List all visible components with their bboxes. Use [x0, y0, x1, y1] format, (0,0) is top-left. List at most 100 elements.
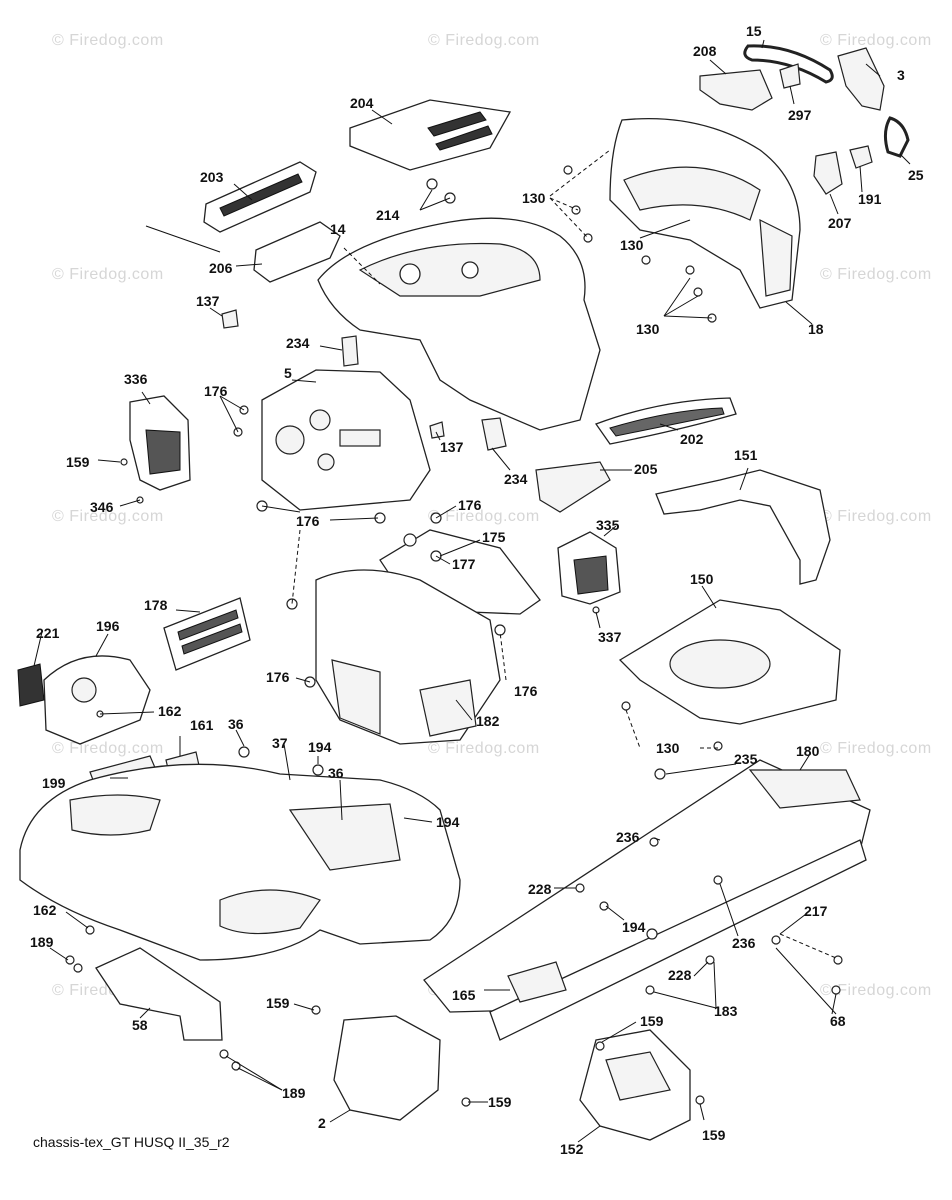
callout-194: 194 [622, 919, 646, 935]
callout-176: 176 [204, 383, 228, 399]
callout-130: 130 [620, 237, 644, 253]
diagram-caption: chassis-tex_GT HUSQ II_35_r2 [33, 1134, 230, 1150]
part-mount-bracket [655, 469, 831, 585]
part-clip [779, 63, 801, 89]
callout-178: 178 [144, 597, 168, 613]
callout-236: 236 [732, 935, 756, 951]
callout-236: 236 [616, 829, 640, 845]
callout-176: 176 [514, 683, 538, 699]
callout-228: 228 [668, 967, 692, 983]
callout-14: 14 [330, 221, 346, 237]
callout-297: 297 [788, 107, 812, 123]
part-seal-strip [743, 44, 834, 84]
callout-337: 337 [598, 629, 622, 645]
callout-150: 150 [690, 571, 714, 587]
callout-159: 159 [702, 1127, 726, 1143]
callout-177: 177 [452, 556, 476, 572]
callout-3: 3 [897, 67, 905, 83]
watermark: © Firedog.com [820, 982, 932, 999]
part-trim-piece [535, 461, 611, 513]
callout-58: 58 [132, 1017, 148, 1033]
callout-36: 36 [228, 716, 244, 732]
callout-335: 335 [596, 517, 620, 533]
callout-37: 37 [272, 735, 288, 751]
watermark: © Firedog.com [428, 508, 540, 525]
callout-137: 137 [196, 293, 220, 309]
watermark: © Firedog.com [820, 32, 932, 49]
callout-234: 234 [286, 335, 310, 351]
callout-346: 346 [90, 499, 114, 515]
callout-176: 176 [266, 669, 290, 685]
callout-130: 130 [636, 321, 660, 337]
callout-182: 182 [476, 713, 500, 729]
callout-137: 137 [440, 439, 464, 455]
callout-159: 159 [488, 1094, 512, 1110]
callout-196: 196 [96, 618, 120, 634]
callout-176: 176 [296, 513, 320, 529]
part-light-bulb [813, 151, 843, 195]
part-fender-shroud [43, 655, 151, 745]
callout-235: 235 [734, 751, 758, 767]
callout-130: 130 [656, 740, 680, 756]
callout-152: 152 [560, 1141, 584, 1157]
watermark: © Firedog.com [820, 266, 932, 283]
callout-234: 234 [504, 471, 528, 487]
callout-18: 18 [808, 321, 824, 337]
watermark: © Firedog.com [52, 508, 164, 525]
watermark: © Firedog.com [820, 740, 932, 757]
callout-165: 165 [452, 987, 476, 1003]
watermark: © Firedog.com [52, 266, 164, 283]
callout-2: 2 [318, 1115, 326, 1131]
callout-205: 205 [634, 461, 658, 477]
watermark: © Firedog.com [428, 740, 540, 757]
callout-228: 228 [528, 881, 552, 897]
callout-15: 15 [746, 23, 762, 39]
watermark: © Firedog.com [52, 32, 164, 49]
callout-151: 151 [734, 447, 758, 463]
callout-36: 36 [328, 765, 344, 781]
callout-159: 159 [66, 454, 90, 470]
callout-68: 68 [830, 1013, 846, 1029]
part-bulb-socket [849, 145, 873, 169]
leader-lines [33, 39, 911, 1143]
callout-175: 175 [482, 529, 506, 545]
callout-161: 161 [190, 717, 214, 733]
watermark: © Firedog.com [820, 508, 932, 525]
callout-194: 194 [436, 814, 460, 830]
callout-159: 159 [640, 1013, 664, 1029]
callout-183: 183 [714, 1003, 738, 1019]
callout-221: 221 [36, 625, 60, 641]
callout-162: 162 [33, 902, 57, 918]
callout-25: 25 [908, 167, 924, 183]
callout-336: 336 [124, 371, 148, 387]
callout-203: 203 [200, 169, 224, 185]
callout-159: 159 [266, 995, 290, 1011]
part-headlight-lens [837, 47, 885, 111]
part-light-lens [883, 116, 910, 158]
callout-130: 130 [522, 190, 546, 206]
part-vent-insert [253, 221, 341, 283]
callout-214: 214 [376, 207, 400, 223]
callout-208: 208 [693, 43, 717, 59]
callout-207: 207 [828, 215, 852, 231]
callout-176: 176 [458, 497, 482, 513]
callout-180: 180 [796, 743, 820, 759]
part-headlight-bracket [699, 69, 773, 111]
callout-189: 189 [30, 934, 54, 950]
callout-202: 202 [680, 431, 704, 447]
callout-204: 204 [350, 95, 374, 111]
part-rear-bracket [333, 1015, 441, 1121]
watermark: © Firedog.com [428, 32, 540, 49]
callout-199: 199 [42, 775, 66, 791]
callout-217: 217 [804, 903, 828, 919]
callout-194: 194 [308, 739, 332, 755]
callout-162: 162 [158, 703, 182, 719]
callout-5: 5 [284, 365, 292, 381]
callout-206: 206 [209, 260, 233, 276]
part-fender-bracket [95, 947, 223, 1041]
callout-189: 189 [282, 1085, 306, 1101]
part-front-grille-housing [609, 117, 801, 309]
callout-191: 191 [858, 191, 882, 207]
